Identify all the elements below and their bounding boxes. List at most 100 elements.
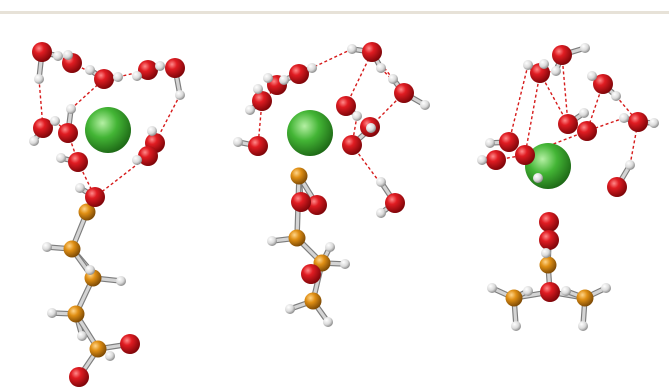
- top-rule: [0, 11, 669, 14]
- oxygen-atom: [68, 152, 88, 172]
- hydrogen-atom: [53, 51, 63, 61]
- hydrogen-atom: [541, 248, 551, 258]
- hydrogen-atom: [307, 63, 317, 73]
- hydrogen-atom: [376, 208, 386, 218]
- hydrogen-bond: [561, 54, 569, 125]
- hydrogen-bond: [586, 117, 625, 132]
- hydrogen-atom: [325, 242, 335, 252]
- hydrogen-atom: [263, 73, 273, 83]
- hydrogen-atom: [279, 75, 289, 85]
- carbon-atom: [539, 256, 557, 274]
- hydrogen-bond: [539, 72, 569, 125]
- hydrogen-atom: [75, 183, 85, 193]
- hydrogen-atom: [66, 104, 76, 114]
- oxygen-atom: [138, 146, 158, 166]
- oxygen-atom: [385, 193, 405, 213]
- hydrogen-bond: [508, 64, 529, 143]
- hydrogen-atom: [113, 72, 123, 82]
- hydrogen-atom: [132, 155, 142, 165]
- oxygen-atom: [362, 42, 382, 62]
- oxygen-atom: [558, 114, 578, 134]
- hydrogen-atom: [155, 61, 165, 71]
- carbon-atom: [63, 240, 81, 258]
- sodium-ion: [85, 107, 131, 153]
- oxygen-atom: [120, 334, 140, 354]
- hydrogen-atom: [376, 177, 386, 187]
- oxygen-atom: [33, 118, 53, 138]
- oxygen-atom: [32, 42, 52, 62]
- hydrogen-atom: [63, 50, 73, 60]
- hydrogen-atom: [175, 90, 185, 100]
- carbon-atom: [78, 203, 96, 221]
- sodium-ion: [287, 110, 333, 156]
- hydrogen-atom: [245, 105, 255, 115]
- oxygen-atom: [552, 45, 572, 65]
- oxygen-atom: [515, 145, 535, 165]
- oxygen-atom: [539, 212, 559, 232]
- hydrogen-atom: [625, 160, 635, 170]
- hydrogen-atom: [523, 60, 533, 70]
- hydrogen-bond: [629, 121, 639, 166]
- hydrogen-atom: [323, 317, 333, 327]
- hydrogen-atom: [147, 126, 157, 136]
- oxygen-atom: [85, 187, 105, 207]
- hydrogen-atom: [551, 66, 561, 76]
- oxygen-atom: [291, 192, 311, 212]
- oxygen-atom: [69, 367, 89, 387]
- hydrogen-atom: [539, 59, 549, 69]
- hydrogen-atom: [420, 100, 430, 110]
- hydrogen-atom: [561, 286, 571, 296]
- hydrogen-atom: [85, 265, 95, 275]
- hydrogen-atom: [77, 331, 87, 341]
- hydrogen-atom: [340, 259, 350, 269]
- hydrogen-atom: [601, 283, 611, 293]
- oxygen-atom: [499, 132, 519, 152]
- oxygen-atom: [628, 112, 648, 132]
- carbon-atom: [304, 292, 322, 310]
- hydrogen-atom: [56, 153, 66, 163]
- oxygen-atom: [301, 264, 321, 284]
- carbon-atom: [89, 340, 107, 358]
- hydrogen-atom: [376, 63, 386, 73]
- hydrogen-atom: [619, 113, 629, 123]
- hydrogen-atom: [132, 71, 142, 81]
- carbon-atom: [505, 289, 523, 307]
- hydrogen-atom: [347, 44, 357, 54]
- oxygen-atom: [607, 177, 627, 197]
- hydrogen-atom: [50, 116, 60, 126]
- oxygen-atom: [593, 74, 613, 94]
- hydrogen-atom: [366, 123, 376, 133]
- oxygen-atom: [342, 135, 362, 155]
- hydrogen-atom: [388, 74, 398, 84]
- hydrogen-atom: [523, 286, 533, 296]
- hydrogen-atom: [579, 108, 589, 118]
- hydrogen-atom: [580, 43, 590, 53]
- hydrogen-atom: [611, 91, 621, 101]
- oxygen-atom: [307, 195, 327, 215]
- oxygen-atom: [394, 83, 414, 103]
- hydrogen-atom: [47, 308, 57, 318]
- carbon-atom: [576, 289, 594, 307]
- hydrogen-atom: [116, 276, 126, 286]
- hydrogen-atom: [533, 173, 543, 183]
- hydrogen-atom: [29, 136, 39, 146]
- oxygen-atom: [94, 69, 114, 89]
- hydrogen-atom: [649, 118, 659, 128]
- hydrogen-atom: [233, 137, 243, 147]
- oxygen-atom: [165, 58, 185, 78]
- oxygen-atom: [540, 282, 560, 302]
- carbon-atom: [290, 167, 308, 185]
- hydrogen-atom: [587, 71, 597, 81]
- hydrogen-atom: [85, 65, 95, 75]
- hydrogen-atom: [352, 111, 362, 121]
- hydrogen-bond: [351, 144, 396, 204]
- hydrogen-atom: [578, 321, 588, 331]
- hydrogen-atom: [487, 283, 497, 293]
- hydrogen-atom: [485, 138, 495, 148]
- carbon-atom: [67, 305, 85, 323]
- hydrogen-atom: [511, 321, 521, 331]
- oxygen-atom: [289, 64, 309, 84]
- hydrogen-atom: [253, 84, 263, 94]
- hydrogen-bond: [70, 78, 105, 110]
